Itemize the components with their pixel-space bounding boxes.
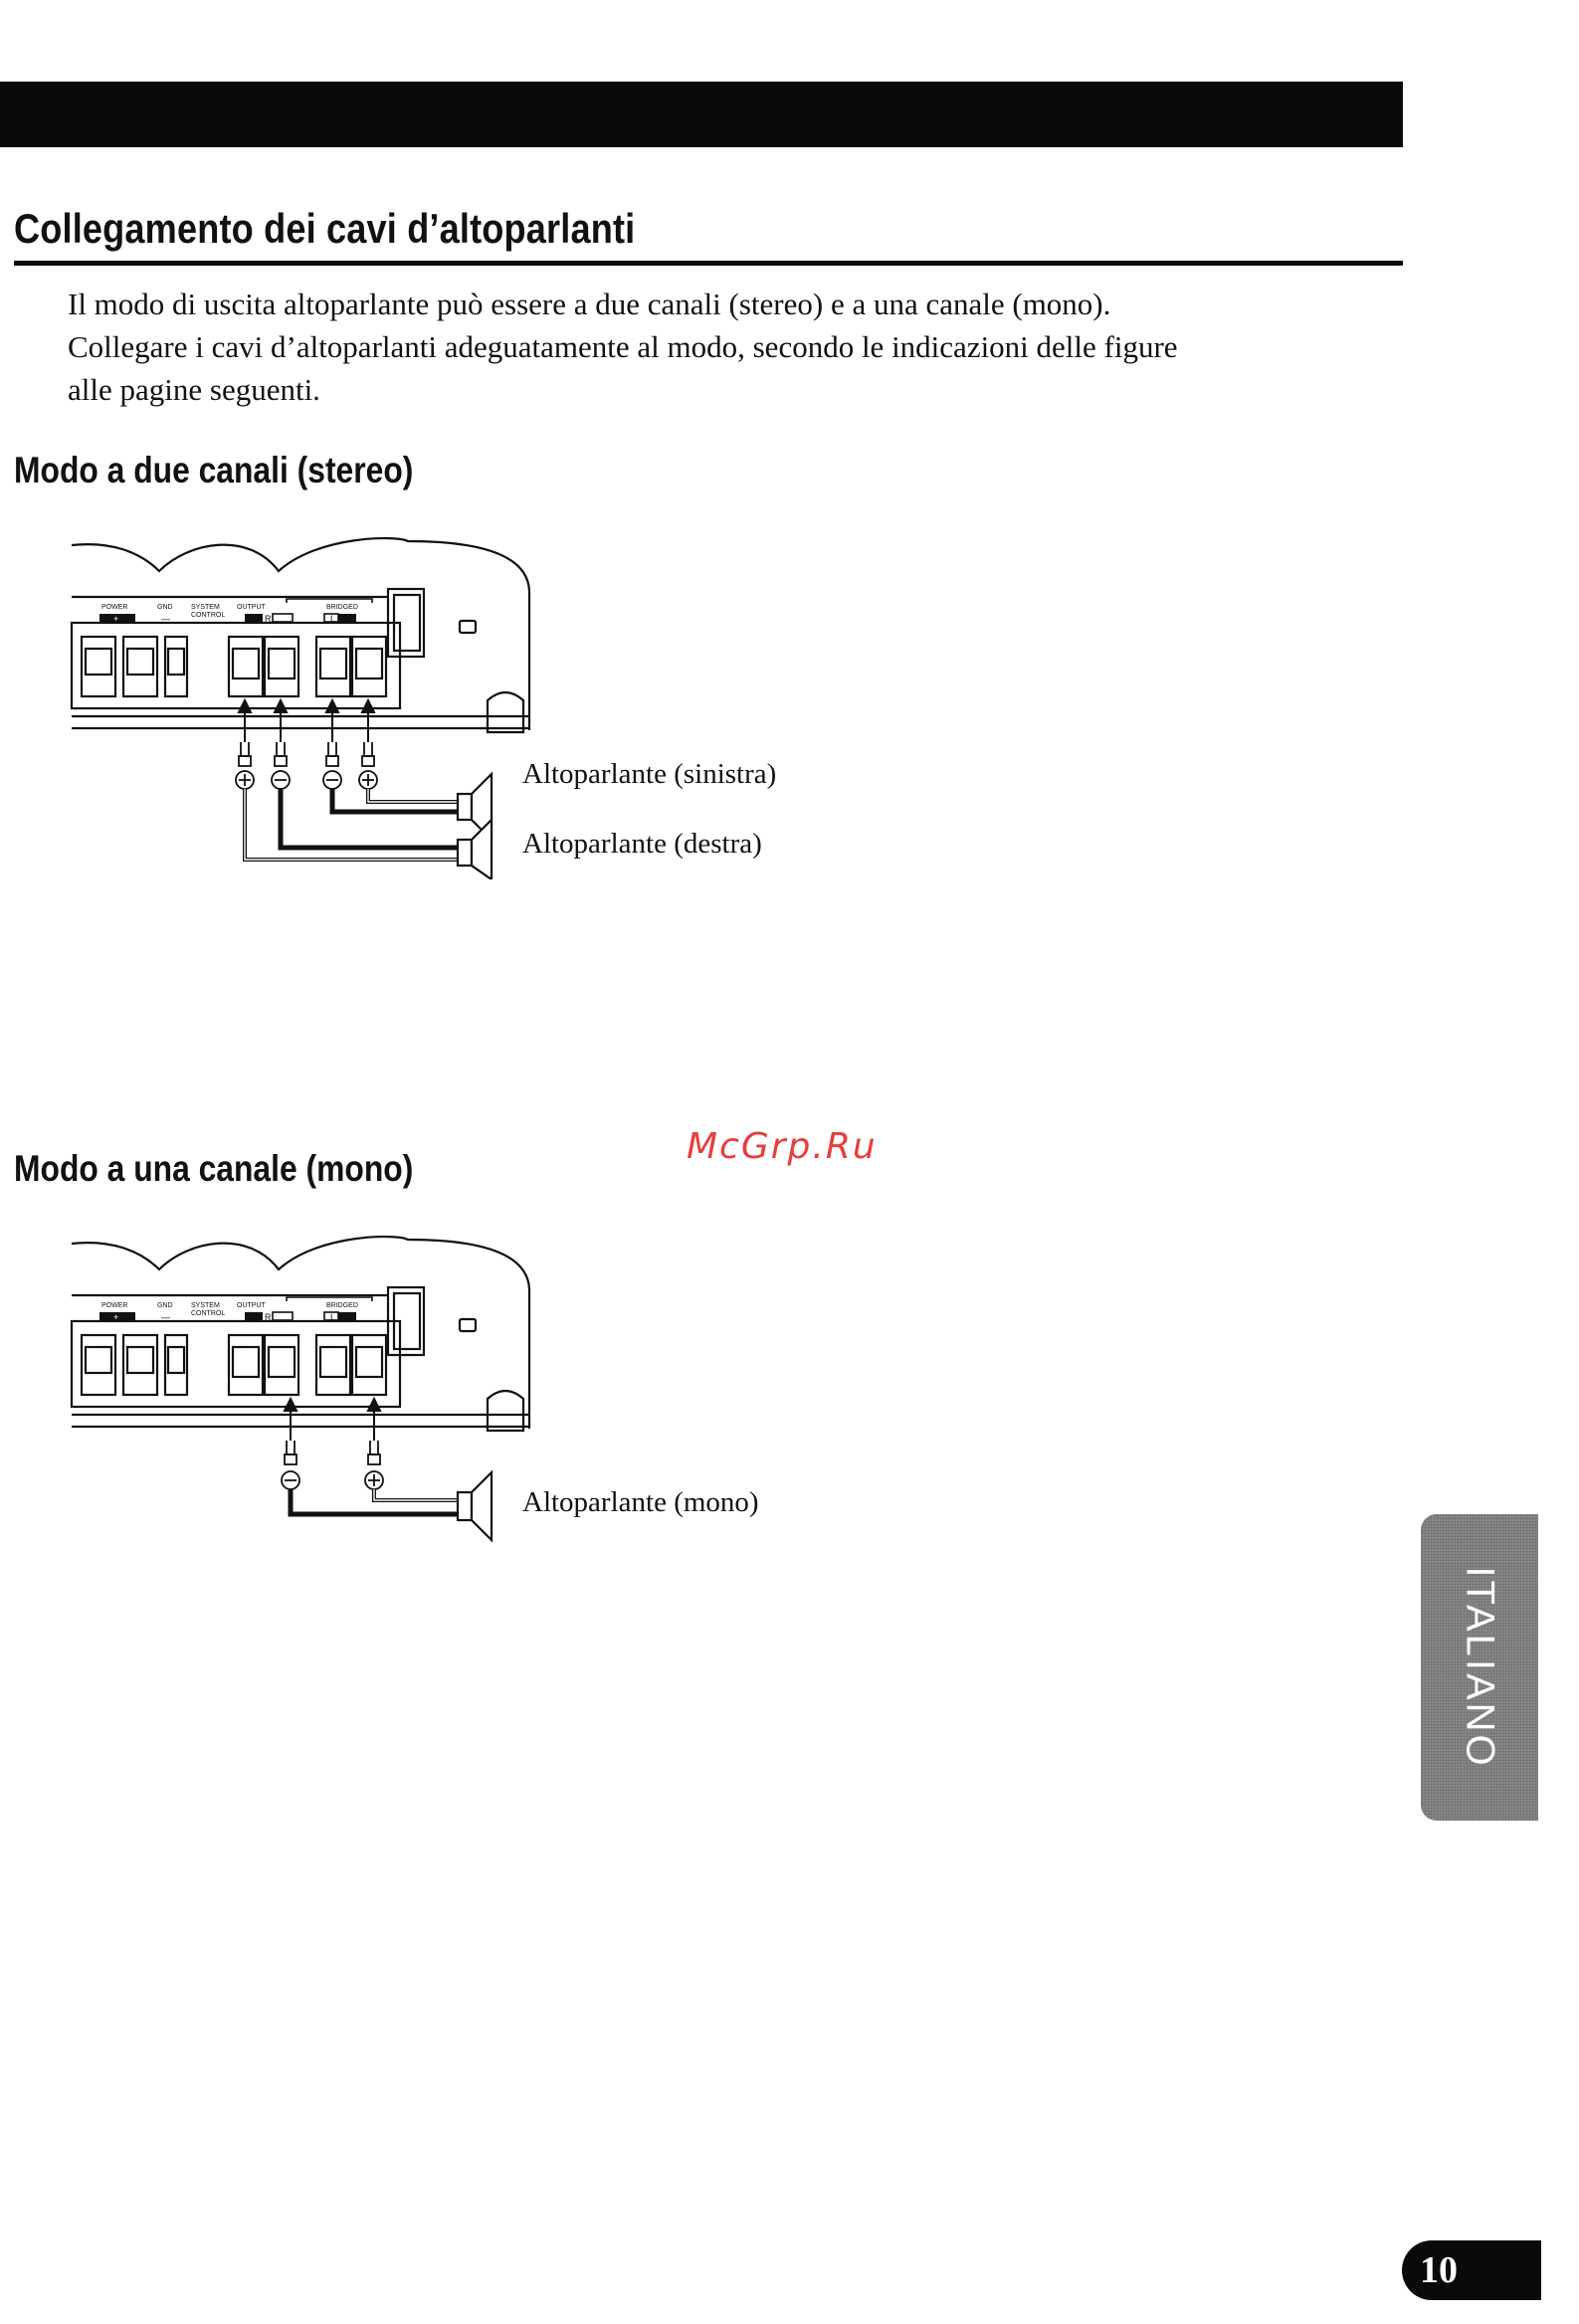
mono-label-power: POWER xyxy=(101,1302,127,1309)
mono-label-control: CONTROL xyxy=(191,1310,225,1317)
sign-power-plus: + xyxy=(113,614,118,624)
mono-wiring-diagram: POWER GND SYSTEM CONTROL OUTPUT BRIDGED … xyxy=(70,1230,547,1553)
label-output: OUTPUT xyxy=(237,604,267,611)
label-control: CONTROL xyxy=(191,612,225,619)
page-number: 10 xyxy=(1420,2249,1458,2291)
mono-label-output: OUTPUT xyxy=(237,1302,267,1309)
section-heading-stereo: Modo a due canali (stereo) xyxy=(14,450,414,490)
mono-sign-gnd-minus: — xyxy=(161,1312,170,1322)
sign-gnd-minus: — xyxy=(161,614,170,624)
intro-line-2: Collegare i cavi d’altoparlanti adeguata… xyxy=(68,329,1178,364)
mono-label-l: L xyxy=(330,1312,335,1322)
speaker-label-left: Altoparlante (sinistra) xyxy=(522,758,777,790)
label-bridged: BRIDGED xyxy=(326,604,358,611)
speaker-label-mono: Altoparlante (mono) xyxy=(522,1486,759,1518)
intro-paragraph: Il modo di uscita altoparlante può esser… xyxy=(68,283,1361,411)
mono-label-r: R xyxy=(265,1312,272,1322)
mono-label-bridged: BRIDGED xyxy=(326,1302,358,1309)
language-tab: ITALIANO xyxy=(1421,1514,1538,1821)
mono-label-system: SYSTEM xyxy=(191,1302,220,1309)
page-number-badge: 10 xyxy=(1402,2240,1541,2300)
label-gnd: GND xyxy=(157,604,173,611)
title-rule xyxy=(14,261,1403,266)
language-tab-label: ITALIANO xyxy=(1458,1566,1502,1769)
label-l: L xyxy=(330,614,335,624)
label-power: POWER xyxy=(101,604,127,611)
section-heading-mono: Modo a una canale (mono) xyxy=(14,1148,414,1189)
speaker-label-right: Altoparlante (destra) xyxy=(522,828,762,860)
intro-line-3: alle pagine seguenti. xyxy=(68,372,320,407)
header-bar xyxy=(0,82,1403,147)
label-system: SYSTEM xyxy=(191,604,220,611)
page-title: Collegamento dei cavi d’altoparlanti xyxy=(14,205,636,252)
stereo-wiring-diagram: POWER GND SYSTEM CONTROL OUTPUT BRIDGED … xyxy=(70,531,547,884)
mono-sign-power-plus: + xyxy=(113,1312,118,1322)
mono-label-gnd: GND xyxy=(157,1302,173,1309)
watermark: McGrp.Ru xyxy=(687,1126,878,1167)
label-r: R xyxy=(265,614,272,624)
intro-line-1: Il modo di uscita altoparlante può esser… xyxy=(68,287,1111,321)
